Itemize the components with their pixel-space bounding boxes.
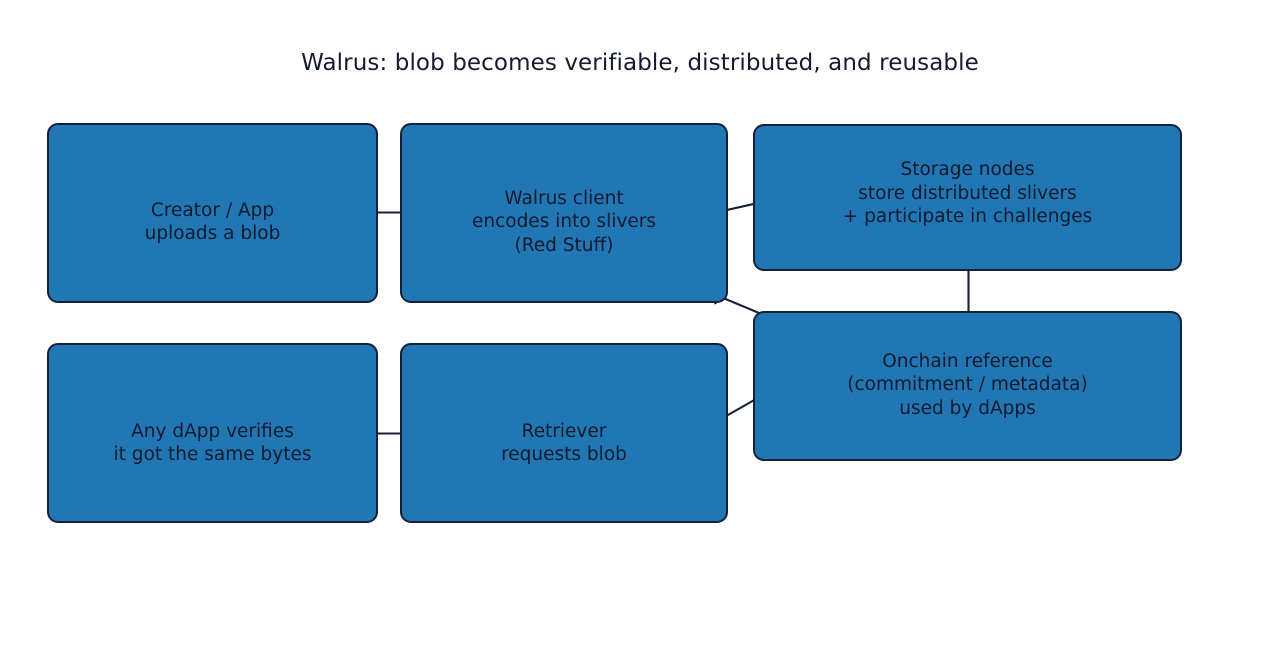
node-retriever-label: Retriever requests blob <box>501 420 627 466</box>
node-onchain-reference-label: Onchain reference (commitment / metadata… <box>847 350 1088 419</box>
node-retriever[interactable]: Retriever requests blob <box>400 343 728 523</box>
node-storage-nodes-label: Storage nodes store distributed slivers … <box>842 159 1093 228</box>
node-onchain-reference[interactable]: Onchain reference (commitment / metadata… <box>753 311 1182 461</box>
node-walrus-client[interactable]: Walrus client encodes into slivers (Red … <box>400 123 728 303</box>
node-dapp-verifier-label: Any dApp verifies it got the same bytes <box>113 420 312 466</box>
node-storage-nodes[interactable]: Storage nodes store distributed slivers … <box>753 124 1182 271</box>
node-walrus-client-label: Walrus client encodes into slivers (Red … <box>471 187 657 256</box>
node-creator-app-label: Creator / App uploads a blob <box>144 199 281 245</box>
page-title: Walrus: blob becomes verifiable, distrib… <box>301 50 979 76</box>
node-creator-app[interactable]: Creator / App uploads a blob <box>47 123 378 303</box>
node-dapp-verifier[interactable]: Any dApp verifies it got the same bytes <box>47 343 378 523</box>
